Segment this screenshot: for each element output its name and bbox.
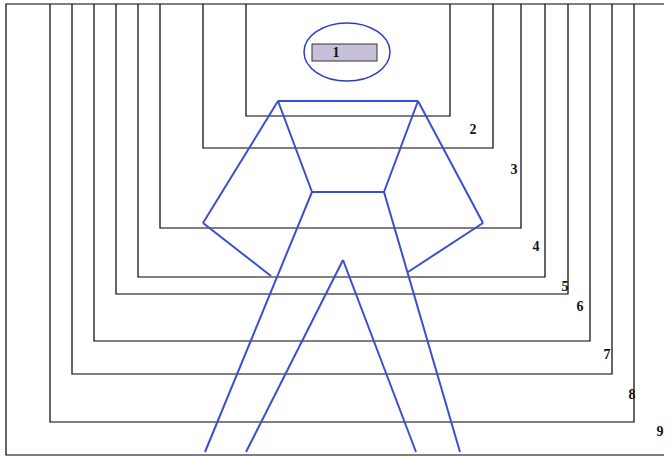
callout-number: 6 xyxy=(577,299,584,315)
zone-outline xyxy=(160,4,521,228)
callout-number: 1 xyxy=(333,45,340,61)
zone-outline xyxy=(116,4,568,294)
zone-outline xyxy=(138,4,545,277)
zone-outline xyxy=(203,4,493,148)
zone-outline xyxy=(72,4,612,374)
stick-figure xyxy=(203,101,483,452)
marker-rect xyxy=(312,44,377,61)
callout-number: 5 xyxy=(562,279,569,295)
callout-number: 8 xyxy=(629,387,636,403)
zone-outline xyxy=(246,4,450,116)
callout-number: 7 xyxy=(604,347,611,363)
zone-outline xyxy=(50,4,634,422)
callout-number: 2 xyxy=(470,122,477,138)
callout-number: 9 xyxy=(657,424,664,440)
zone-outline xyxy=(94,4,590,341)
frame xyxy=(6,4,664,455)
callout-number: 3 xyxy=(511,162,518,178)
callout-number: 4 xyxy=(533,239,540,255)
head-ellipse xyxy=(304,23,390,81)
